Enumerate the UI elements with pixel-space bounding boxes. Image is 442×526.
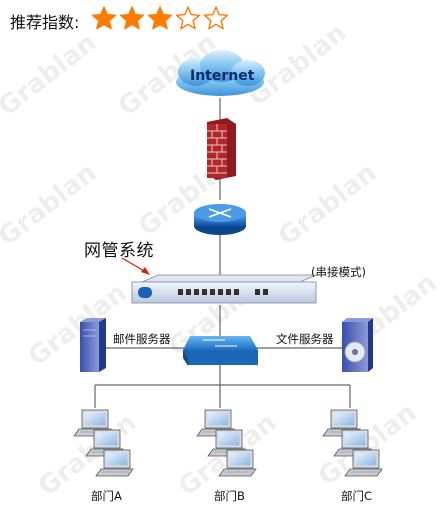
firewall-icon [207,118,236,180]
file-server-icon [342,318,373,372]
internet-cloud-icon [176,50,265,96]
laptop-group-dept-c [322,409,383,477]
star-filled-icon [91,6,117,30]
star-empty-icon [175,6,201,30]
department-a-label: 部门A [91,489,122,503]
network-management-label: 网管系统 [84,241,154,261]
department-c-label: 部门C [341,489,373,503]
file-server-label: 文件服务器 [276,332,334,346]
mail-server-label: 邮件服务器 [113,332,171,346]
laptop-group-dept-a [73,409,134,477]
switch-icon [183,336,258,366]
laptop-group-dept-b [196,409,257,477]
mail-server-icon [80,318,106,372]
rating-stars [91,5,229,33]
network-appliance-icon [131,274,317,304]
department-b-label: 部门B [214,489,245,503]
pointer-arrow-icon [121,257,150,275]
star-filled-icon [119,6,145,30]
mode-label: (串接模式) [311,265,366,279]
router-icon [194,204,246,235]
star-empty-icon [203,6,229,30]
internet-label: Internet [190,68,255,84]
star-filled-icon [147,6,173,30]
rating-label: 推荐指数: [10,13,80,32]
